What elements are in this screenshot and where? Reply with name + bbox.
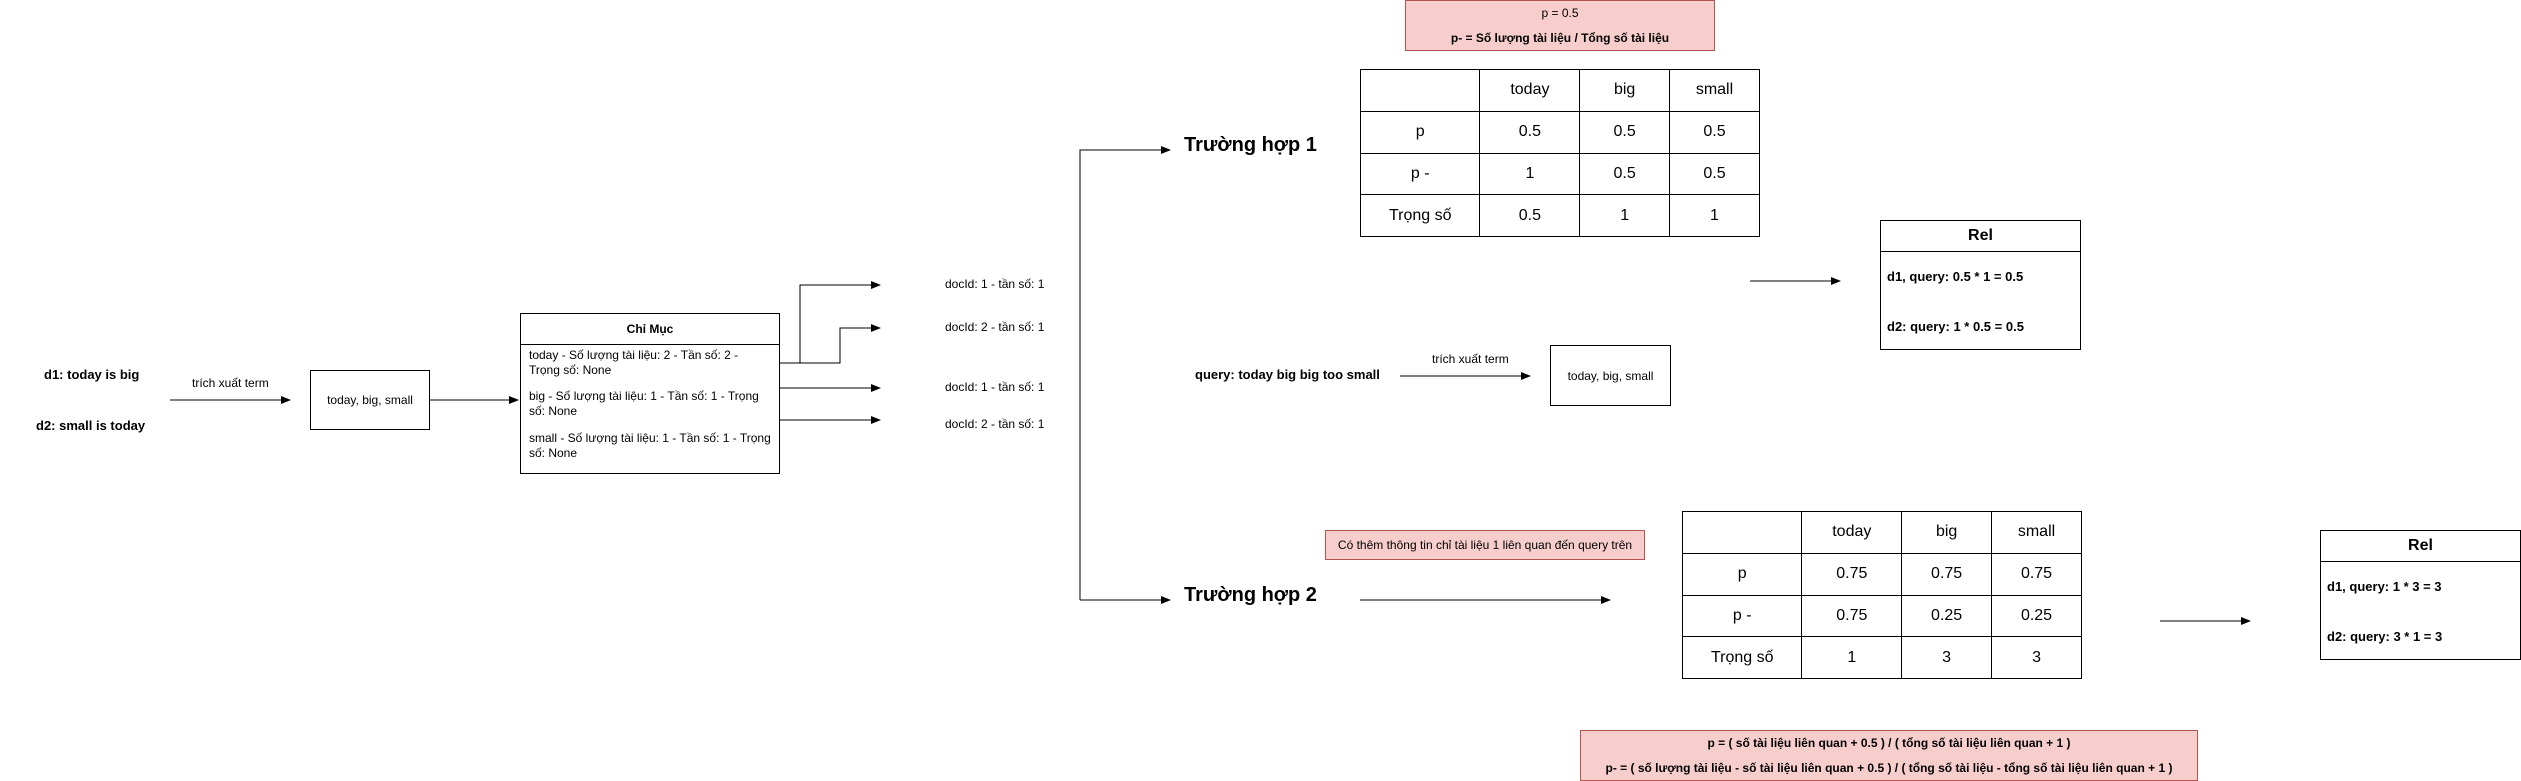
table-row: p - 0.75 0.25 0.25 bbox=[1681, 594, 2082, 638]
case2-rel-d1: d1, query: 1 * 3 = 3 bbox=[2327, 579, 2442, 594]
table-cell: 0.75 bbox=[1991, 552, 2082, 596]
table-header-cell: small bbox=[1669, 69, 1760, 112]
case2-table: today big small p 0.75 0.75 0.75 p - 0.7… bbox=[1681, 511, 2082, 679]
terms-box-2-text: today, big, small bbox=[1567, 368, 1654, 383]
table-header-cell: today bbox=[1479, 69, 1581, 112]
table-cell: 1 bbox=[1669, 194, 1760, 237]
posting-4: docId: 2 - tần số: 1 bbox=[945, 417, 1045, 431]
table-cell: 0.5 bbox=[1669, 152, 1760, 196]
table-row: today big small bbox=[1359, 69, 1760, 112]
table-row: Trọng số 0.5 1 1 bbox=[1359, 194, 1760, 237]
case2-label: Trường hợp 2 bbox=[1184, 584, 1317, 606]
formula-note-top: p = 0.5 p- = Số lượng tài liệu / Tổng số… bbox=[1405, 0, 1715, 51]
terms-box-2: today, big, small bbox=[1550, 345, 1671, 406]
table-cell bbox=[1681, 511, 1803, 554]
index-title: Chỉ Mục bbox=[521, 314, 779, 345]
formula-p: p = 0.5 bbox=[1541, 6, 1579, 21]
case2-rel-d2: d2: query: 3 * 1 = 3 bbox=[2327, 629, 2443, 644]
table-row-label: p - bbox=[1359, 152, 1481, 196]
table-row: p 0.75 0.75 0.75 bbox=[1681, 552, 2082, 596]
index-entry-today: today - Số lượng tài liệu: 2 - Tần số: 2… bbox=[529, 348, 739, 377]
terms-box-1-text: today, big, small bbox=[327, 393, 413, 407]
doc-d1: d1: today is big bbox=[44, 367, 140, 382]
table-cell: 1 bbox=[1579, 194, 1670, 237]
posting-3: docId: 1 - tần số: 1 bbox=[945, 380, 1045, 394]
table-cell: 3 bbox=[1991, 636, 2082, 679]
table-header-cell: small bbox=[1991, 511, 2082, 554]
extract-term-label-1: trích xuất term bbox=[192, 376, 269, 390]
case2-note-text: Có thêm thông tin chỉ tài liệu 1 liên qu… bbox=[1337, 538, 1633, 552]
table-row: today big small bbox=[1681, 511, 2082, 554]
case2-rel-box: Rel d1, query: 1 * 3 = 3 d2: query: 3 * … bbox=[2320, 530, 2521, 660]
table-cell: 0.5 bbox=[1579, 110, 1670, 154]
formula-p-relevant: p = ( số tài liệu liên quan + 0.5 ) / ( … bbox=[1707, 736, 2071, 751]
query-text: query: today big big too small bbox=[1195, 367, 1380, 382]
table-row-label: p bbox=[1681, 552, 1803, 596]
case2-rel-title: Rel bbox=[2321, 531, 2520, 562]
table-cell: 3 bbox=[1901, 636, 1993, 679]
arrow-index-to-posting-1 bbox=[780, 281, 881, 364]
table-row: p 0.5 0.5 0.5 bbox=[1359, 110, 1760, 154]
formula-p-minus: p- = Số lượng tài liệu / Tổng số tài liệ… bbox=[1450, 30, 1670, 45]
extract-term-label-2: trích xuất term bbox=[1432, 352, 1509, 366]
table-header-cell: big bbox=[1579, 69, 1670, 112]
table-row-label: Trọng số bbox=[1359, 194, 1481, 237]
case1-table: today big small p 0.5 0.5 0.5 p - 1 0.5 … bbox=[1359, 69, 1760, 237]
index-box: Chỉ Mục today - Số lượng tài liệu: 2 - T… bbox=[520, 313, 780, 474]
terms-box-1: today, big, small bbox=[310, 370, 430, 430]
arrow-to-case1 bbox=[1079, 146, 1171, 600]
posting-1: docId: 1 - tần số: 1 bbox=[945, 277, 1045, 291]
table-cell: 0.5 bbox=[1579, 152, 1670, 196]
index-entry-small: small - Số lượng tài liệu: 1 - Tần số: 1… bbox=[529, 431, 771, 460]
table-cell: 1 bbox=[1479, 152, 1581, 196]
table-cell: 1 bbox=[1801, 636, 1903, 679]
table-row: p - 1 0.5 0.5 bbox=[1359, 152, 1760, 196]
table-cell: 0.75 bbox=[1901, 552, 1993, 596]
table-cell bbox=[1359, 69, 1481, 112]
table-cell: 0.75 bbox=[1801, 594, 1903, 638]
table-row: Trọng số 1 3 3 bbox=[1681, 636, 2082, 679]
case1-rel-d1: d1, query: 0.5 * 1 = 0.5 bbox=[1887, 269, 2024, 284]
case2-note: Có thêm thông tin chỉ tài liệu 1 liên qu… bbox=[1325, 530, 1645, 560]
case1-rel-d2: d2: query: 1 * 0.5 = 0.5 bbox=[1887, 319, 2024, 334]
table-cell: 0.25 bbox=[1991, 594, 2082, 638]
table-header-cell: today bbox=[1801, 511, 1903, 554]
index-entry-big: big - Số lượng tài liệu: 1 - Tần số: 1 -… bbox=[529, 389, 759, 418]
case1-rel-title: Rel bbox=[1881, 221, 2080, 252]
formula-note-bottom: p = ( số tài liệu liên quan + 0.5 ) / ( … bbox=[1580, 730, 2198, 781]
table-cell: 0.25 bbox=[1901, 594, 1993, 638]
table-cell: 0.5 bbox=[1479, 110, 1581, 154]
table-row-label: Trọng số bbox=[1681, 636, 1803, 679]
table-cell: 0.75 bbox=[1801, 552, 1903, 596]
table-cell: 0.5 bbox=[1669, 110, 1760, 154]
arrow-index-to-posting-2 bbox=[780, 324, 881, 364]
table-row-label: p - bbox=[1681, 594, 1803, 638]
case1-label: Trường hợp 1 bbox=[1184, 134, 1317, 156]
table-row-label: p bbox=[1359, 110, 1481, 154]
table-cell: 0.5 bbox=[1479, 194, 1581, 237]
case1-rel-box: Rel d1, query: 0.5 * 1 = 0.5 d2: query: … bbox=[1880, 220, 2081, 350]
posting-2: docId: 2 - tần số: 1 bbox=[945, 320, 1045, 334]
formula-p-minus-relevant: p- = ( số lượng tài liệu - số tài liệu l… bbox=[1605, 760, 2173, 775]
table-header-cell: big bbox=[1901, 511, 1993, 554]
doc-d2: d2: small is today bbox=[36, 418, 146, 433]
